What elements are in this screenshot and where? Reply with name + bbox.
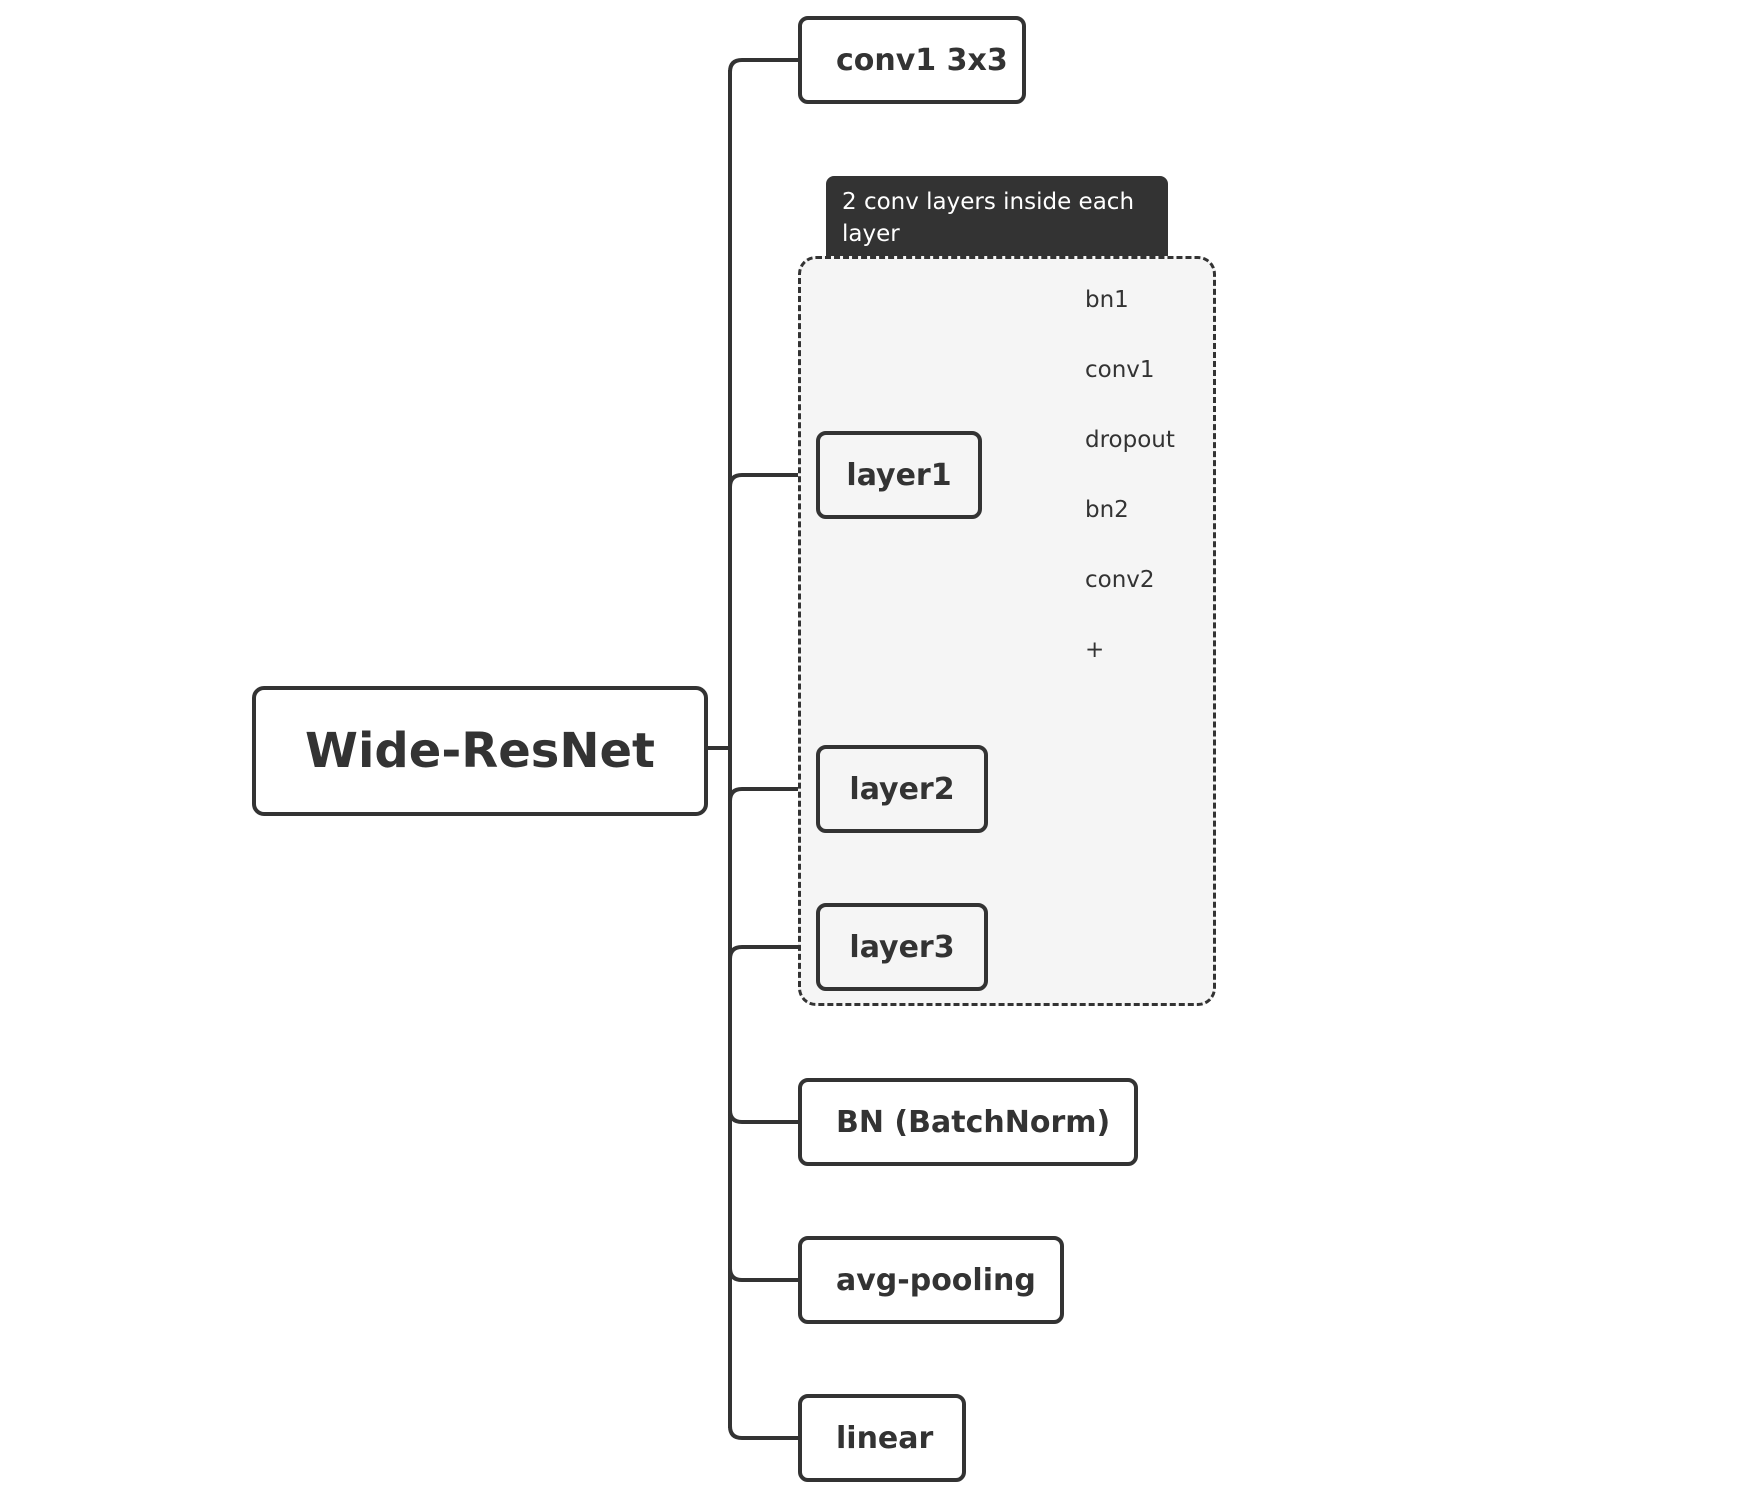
- node-layer2[interactable]: layer2: [816, 745, 988, 833]
- node-bn[interactable]: BN (BatchNorm): [798, 1078, 1138, 1166]
- branch-conv1: [728, 58, 798, 73]
- leaf-bn2[interactable]: bn2: [1085, 497, 1129, 523]
- node-conv1[interactable]: conv1 3x3: [798, 16, 1026, 104]
- leaf-conv1[interactable]: conv1: [1085, 357, 1155, 383]
- leaf-plus[interactable]: +: [1085, 637, 1105, 663]
- branch-layer1: [728, 473, 818, 488]
- layer-group-boundary: [798, 256, 1216, 1006]
- leaf-bn1[interactable]: bn1: [1085, 287, 1129, 313]
- root-node[interactable]: Wide-ResNet: [252, 686, 708, 816]
- node-layer1[interactable]: layer1: [816, 431, 982, 519]
- leaf-dropout[interactable]: dropout: [1085, 427, 1175, 453]
- branch-bn: [728, 1109, 798, 1124]
- branch-layer3: [728, 945, 818, 960]
- leaf-conv2[interactable]: conv2: [1085, 567, 1155, 593]
- branch-layer2: [728, 787, 818, 802]
- branch-avgpool: [728, 1267, 798, 1282]
- node-linear[interactable]: linear: [798, 1394, 966, 1482]
- node-avgpool[interactable]: avg-pooling: [798, 1236, 1064, 1324]
- node-layer3[interactable]: layer3: [816, 903, 988, 991]
- branch-linear: [728, 1425, 798, 1440]
- group-label: 2 conv layers inside each layer: [826, 176, 1168, 256]
